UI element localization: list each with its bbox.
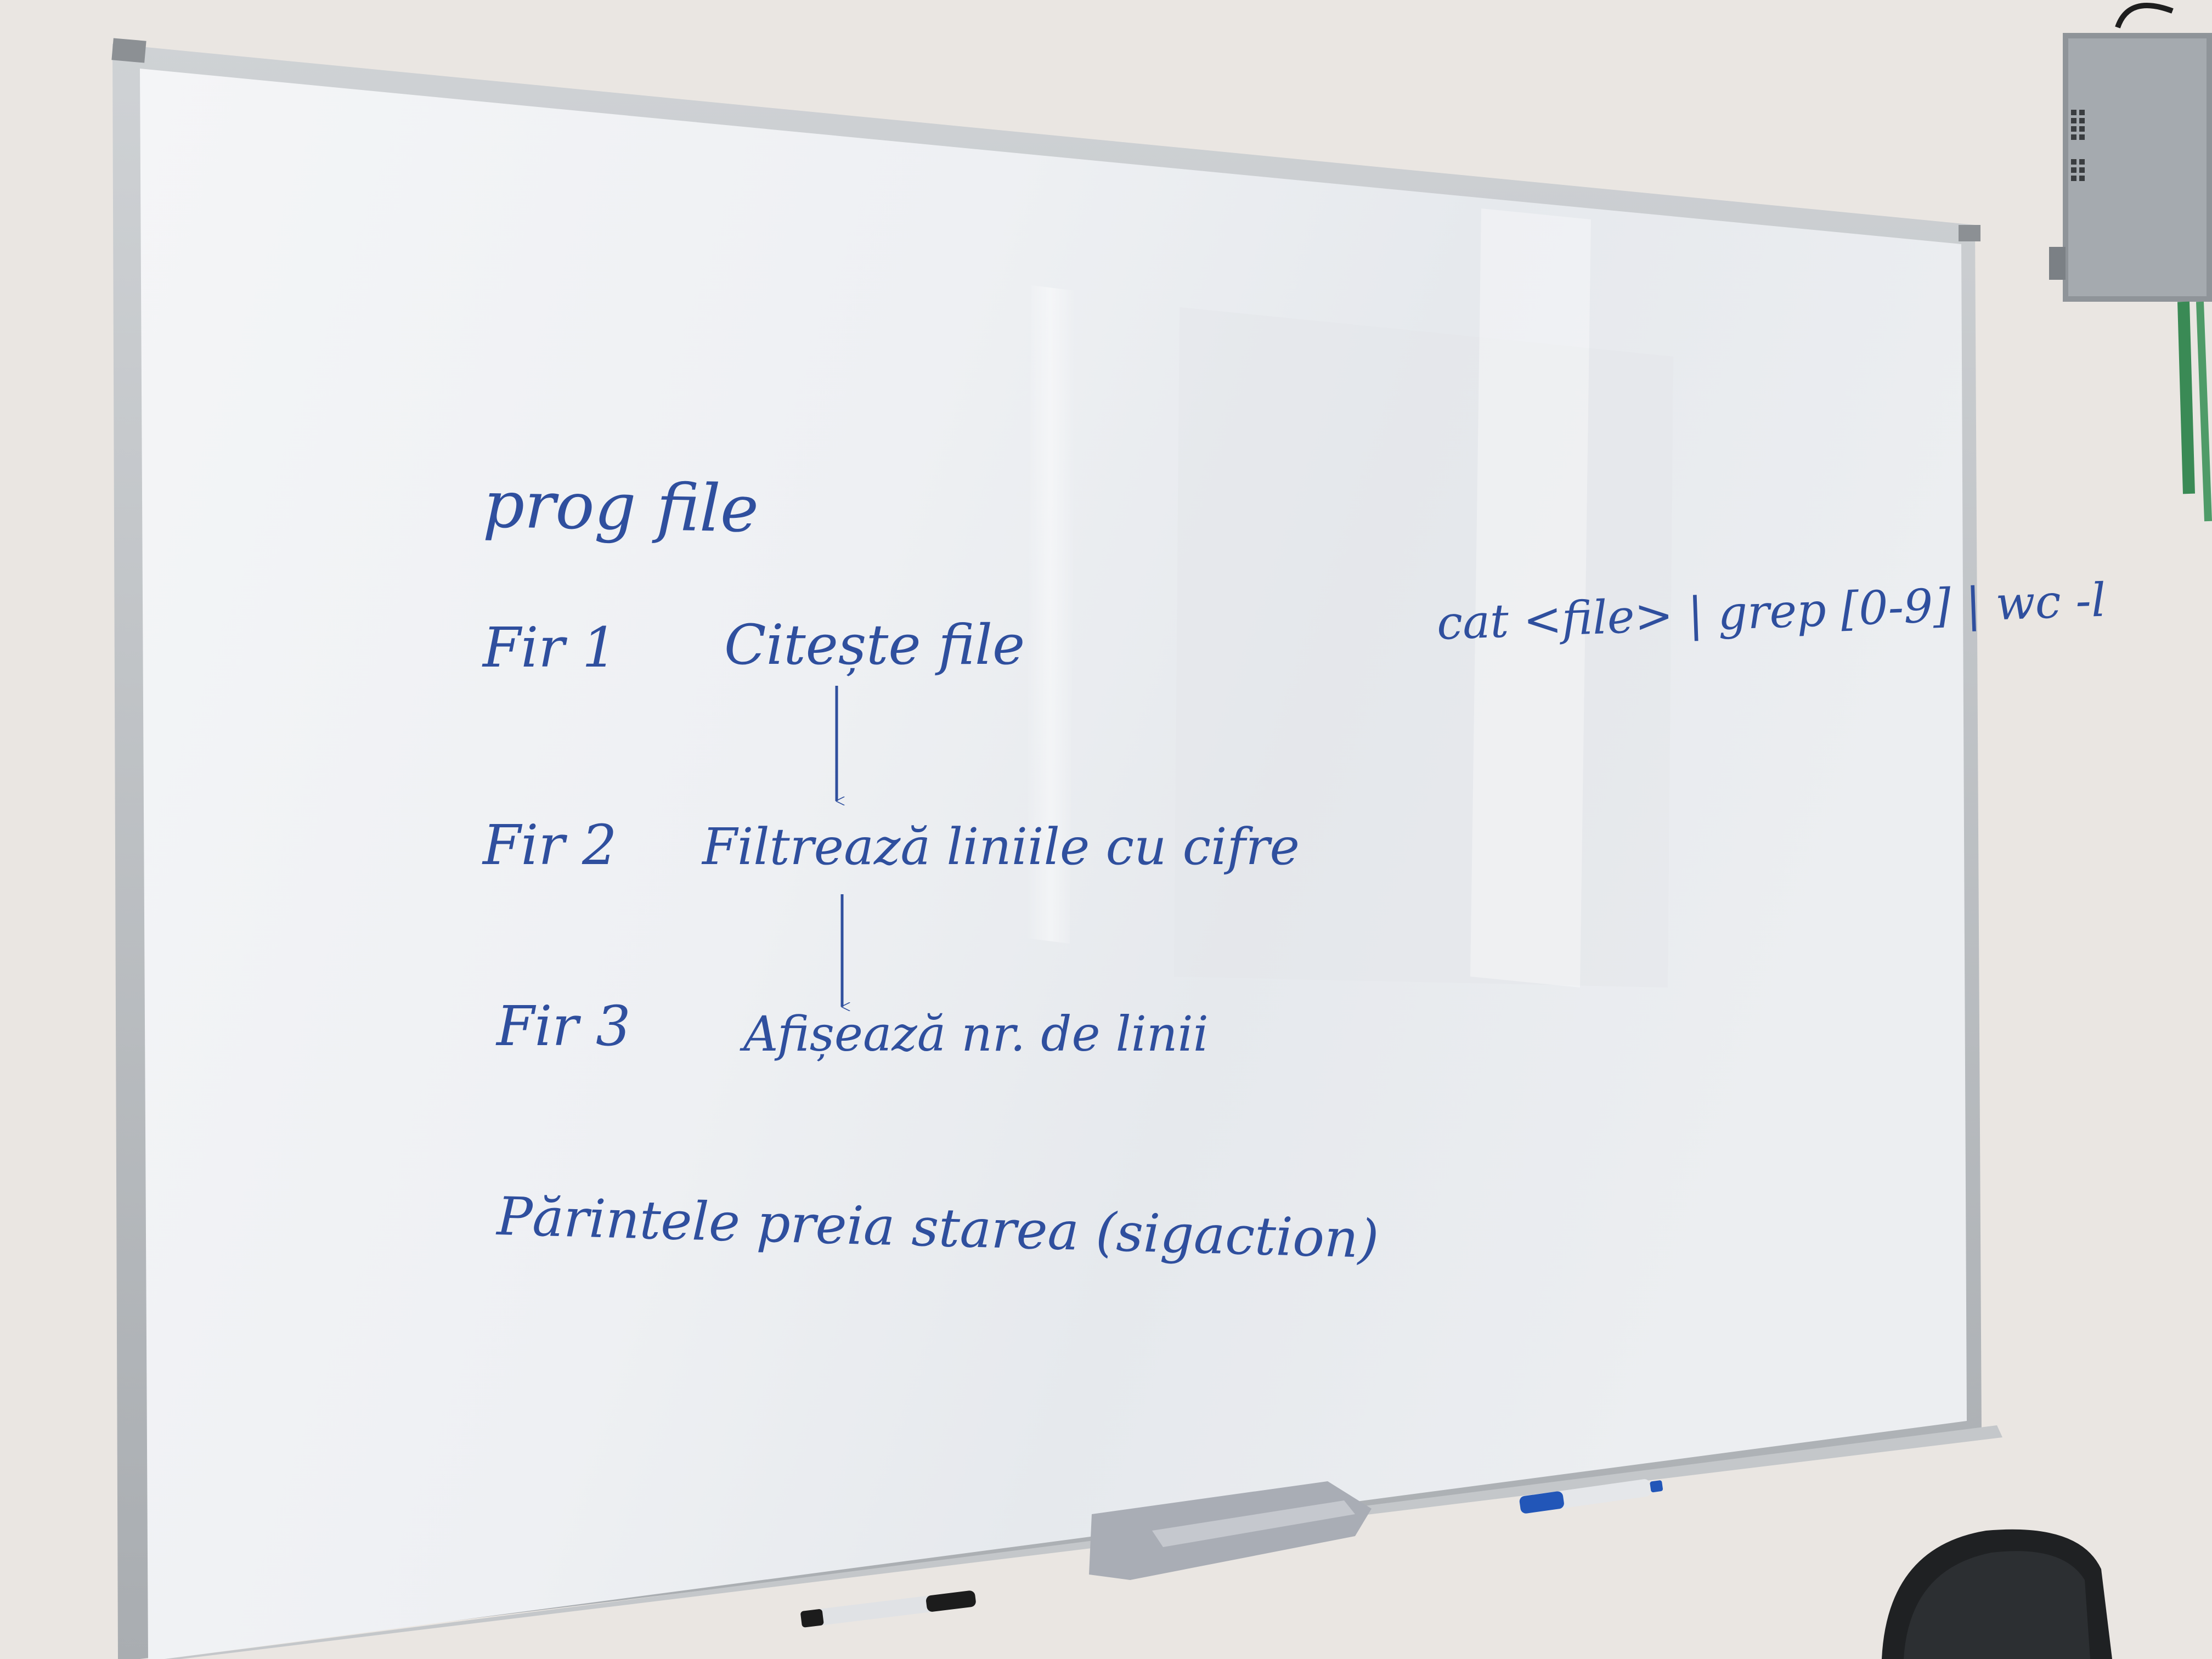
window-reflection <box>1026 285 1075 944</box>
window-reflection <box>1470 208 1591 988</box>
frame-corner <box>1959 225 1980 241</box>
marker-tray <box>165 1425 2002 1659</box>
eraser[interactable] <box>1089 1481 1372 1580</box>
note-thread2-label: Fir 2 <box>482 813 617 877</box>
window-reflection <box>1174 307 1673 988</box>
black-marker[interactable] <box>800 1590 977 1628</box>
note-thread3-action: Afișează nr. de linii <box>740 1006 1209 1062</box>
note-program: prog file <box>483 466 760 547</box>
note-thread1-action: Citește file <box>724 613 1025 677</box>
network-box <box>2049 3 2212 522</box>
note-thread3-label: Fir 3 <box>495 994 631 1058</box>
blue-marker[interactable] <box>1519 1477 1663 1514</box>
frame-corner <box>111 38 146 63</box>
cable-bundle <box>2177 301 2195 494</box>
chair <box>1882 1529 2112 1659</box>
note-thread2-action: Filtrează liniile cu cifre <box>701 817 1300 876</box>
note-thread1-label: Fir 1 <box>482 616 617 680</box>
